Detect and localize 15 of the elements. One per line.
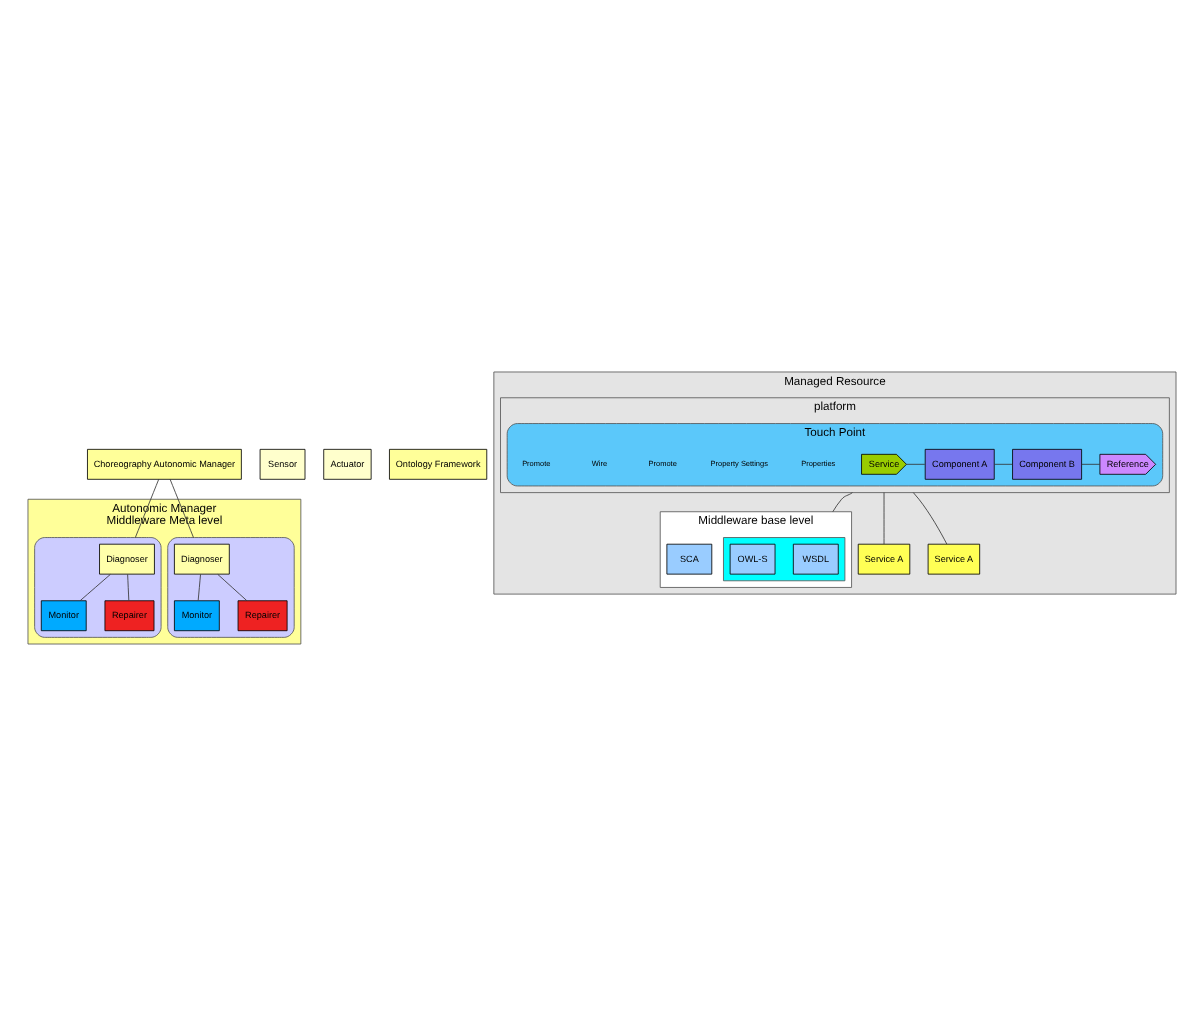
connector xyxy=(79,574,111,601)
connector xyxy=(134,478,160,538)
connector xyxy=(217,574,248,601)
cluster xyxy=(167,537,295,638)
connector xyxy=(1081,463,1101,465)
connector xyxy=(912,492,948,545)
connector xyxy=(883,492,885,545)
connector xyxy=(127,574,130,601)
connector xyxy=(994,463,1013,465)
connector xyxy=(197,574,201,601)
connector xyxy=(832,492,853,513)
cluster xyxy=(723,537,846,582)
connector xyxy=(906,463,926,465)
cluster xyxy=(34,537,162,638)
connector xyxy=(169,478,194,538)
